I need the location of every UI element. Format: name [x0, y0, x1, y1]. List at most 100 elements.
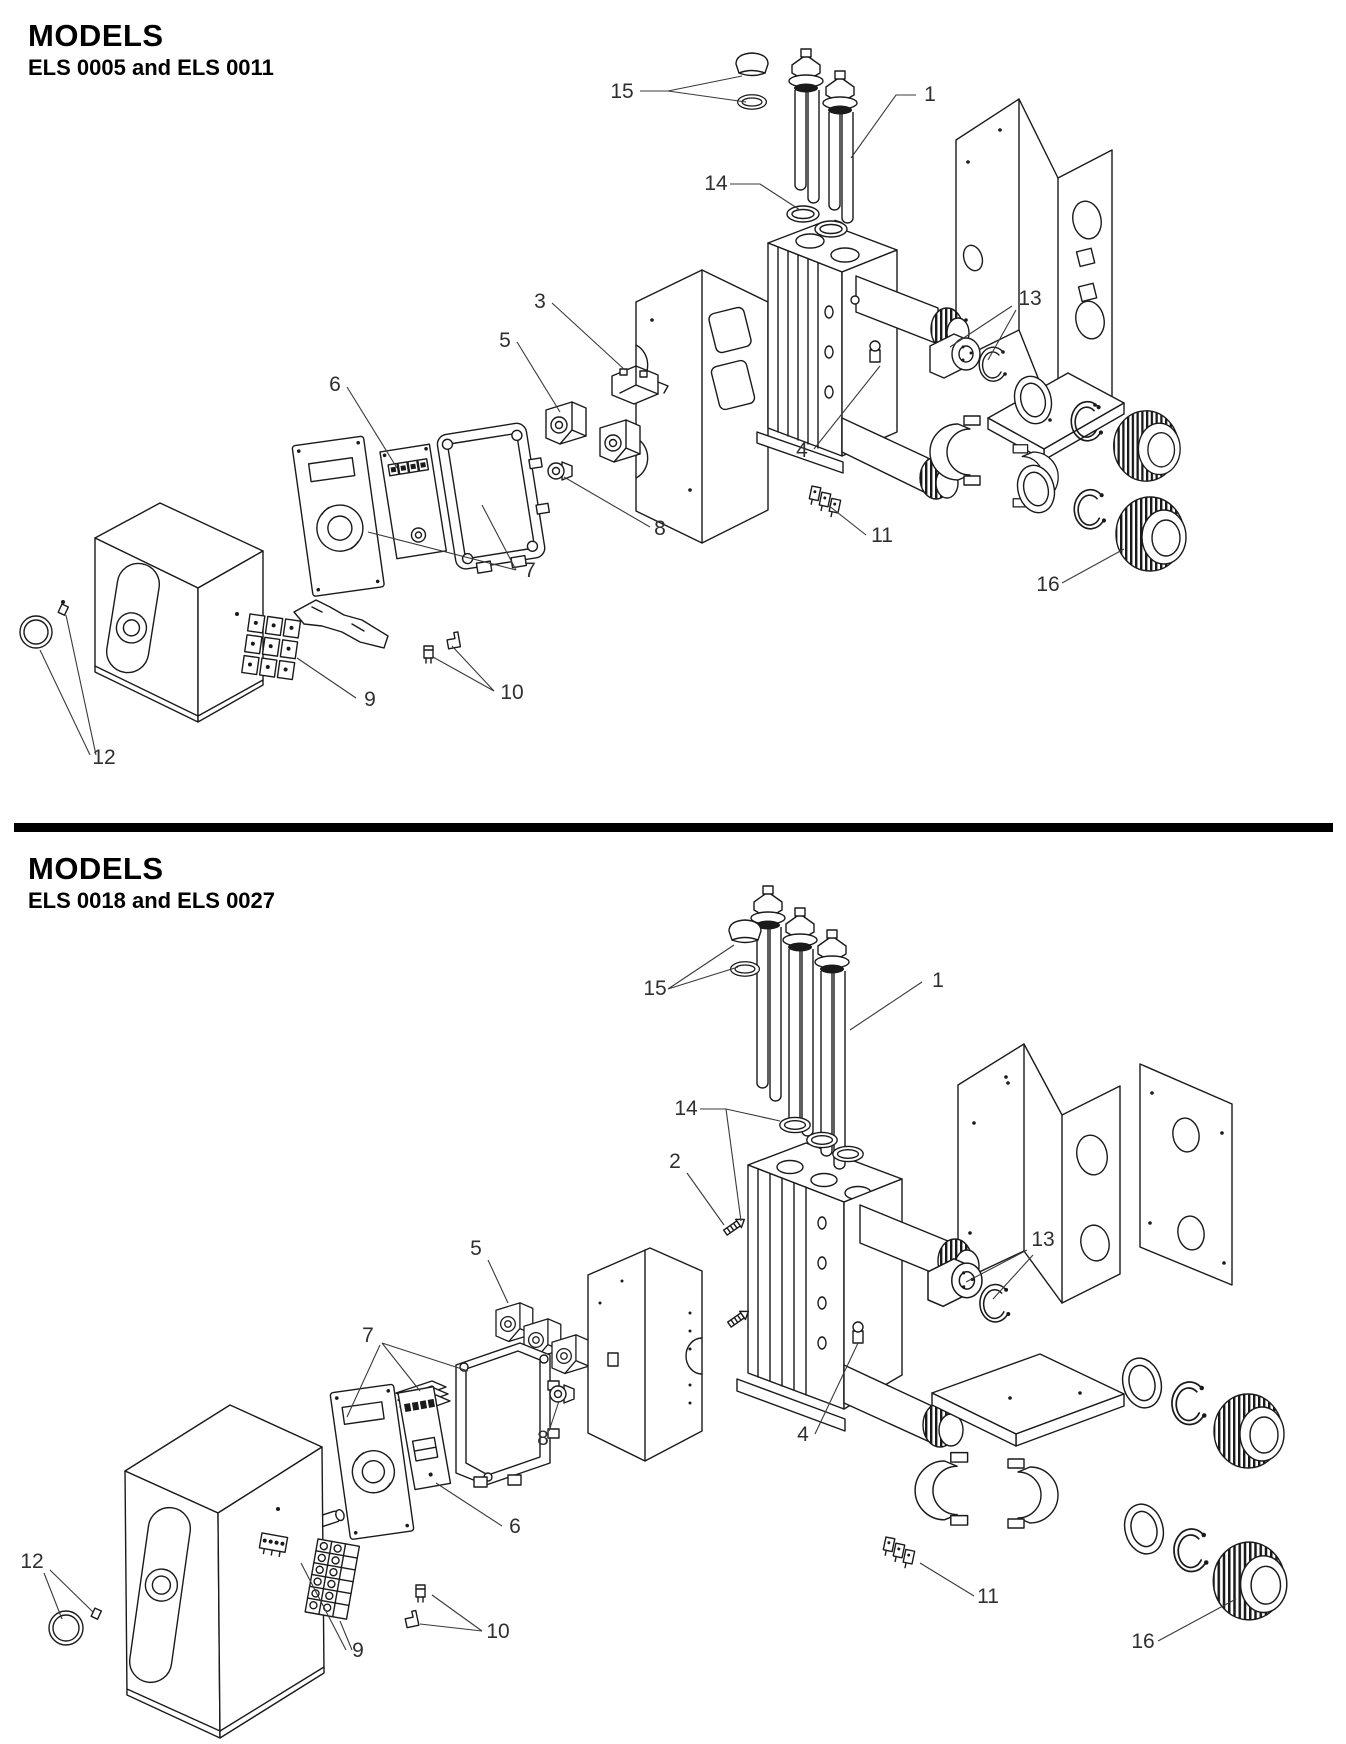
- callout-6: 6: [509, 1515, 521, 1538]
- drain-fitting: [852, 1321, 864, 1344]
- heating-element: [814, 929, 850, 1170]
- callout-3: 3: [534, 290, 546, 313]
- exploded-view-top: 1 3 4 5 6 7 8 9 10 11 12 13 14 15 16: [19, 48, 1187, 769]
- element-gasket: [779, 1116, 811, 1134]
- contactor: [611, 365, 669, 405]
- front-cover: [94, 502, 264, 723]
- mounting-bracket: [293, 599, 389, 649]
- pipe-clamp: [1007, 1458, 1059, 1529]
- leader-lines: [43, 944, 1237, 1651]
- element-gasket: [814, 220, 848, 238]
- callout-15: 15: [643, 977, 666, 1000]
- rear-mounting-plate: [635, 269, 769, 544]
- snap-ring: [978, 346, 1008, 382]
- callout-14: 14: [704, 172, 728, 195]
- element-gasket: [806, 1131, 838, 1149]
- title-block: MODELS ELS 0005 and ELS 0011: [28, 18, 274, 80]
- wire-clip: [423, 645, 434, 664]
- callout-4: 4: [796, 439, 808, 462]
- section-title: MODELS: [28, 851, 164, 886]
- thermostat: [599, 419, 641, 463]
- exploded-view-bottom: 1 2 4 5 6 7 8 9 10 11 12 13 14 15 16: [20, 885, 1288, 1739]
- callout-5: 5: [470, 1237, 482, 1260]
- callout-5: 5: [499, 329, 511, 352]
- section-subtitle: ELS 0005 and ELS 0011: [28, 54, 274, 80]
- rear-mounting-plate: [587, 1247, 703, 1462]
- callout-11: 11: [977, 1585, 999, 1608]
- callout-7: 7: [524, 559, 536, 582]
- wire-clip: [404, 1609, 420, 1629]
- callout-8: 8: [537, 1427, 549, 1450]
- heating-element: [822, 70, 858, 224]
- display-panel: [291, 435, 385, 597]
- gasket-ring: [1118, 1499, 1170, 1559]
- display-panel: [329, 1383, 415, 1540]
- callout-9: 9: [364, 688, 376, 711]
- callout-15: 15: [610, 80, 633, 103]
- heat-exchanger-tank: [736, 1142, 980, 1448]
- mounting-shelf: [931, 1353, 1125, 1447]
- callout-8: 8: [654, 517, 666, 540]
- control-board: [379, 443, 447, 560]
- callout-11: 11: [871, 524, 893, 547]
- callout-12: 12: [20, 1550, 43, 1573]
- section-title: MODELS: [28, 18, 164, 53]
- union-nut: [1113, 410, 1181, 482]
- cap-screw: [57, 600, 70, 616]
- rear-channel-bracket: [955, 98, 1113, 429]
- leader-lines: [39, 75, 1125, 756]
- fuse-clips: [808, 485, 842, 518]
- element-gasket: [786, 205, 820, 223]
- access-cap: [48, 1610, 84, 1646]
- section-divider: [14, 823, 1333, 832]
- cap-screw: [90, 1607, 103, 1620]
- union-nut: [1212, 1541, 1288, 1621]
- terminal-block: [304, 1538, 361, 1620]
- rear-channel-bracket: [957, 1043, 1121, 1304]
- callout-10: 10: [486, 1620, 509, 1643]
- front-cover: [124, 1404, 325, 1739]
- element-gasket: [832, 1145, 864, 1163]
- terminal-block: [241, 613, 302, 681]
- callout-1: 1: [932, 969, 944, 992]
- bushing: [547, 461, 573, 481]
- bushing: [549, 1384, 575, 1404]
- wire-clip: [446, 631, 462, 650]
- callout-10: 10: [500, 681, 523, 704]
- title-block: MODELS ELS 0018 and ELS 0027: [28, 851, 276, 913]
- split-ring: [1171, 1381, 1208, 1426]
- section-subtitle: ELS 0018 and ELS 0027: [28, 887, 276, 913]
- union-nut: [1115, 496, 1187, 572]
- side-panel: [1139, 1063, 1233, 1286]
- heating-element: [750, 885, 786, 1102]
- callout-12: 12: [92, 746, 115, 769]
- callout-6: 6: [329, 373, 341, 396]
- callout-16: 16: [1131, 1630, 1154, 1653]
- callout-14: 14: [674, 1097, 698, 1120]
- callout-9: 9: [352, 1639, 364, 1662]
- cap-oring: [729, 961, 761, 977]
- element-cap: [728, 919, 762, 944]
- control-enclosure: [436, 422, 551, 574]
- access-cap: [19, 615, 53, 649]
- mounting-screw: [721, 1214, 748, 1238]
- snap-ring: [979, 1283, 1012, 1323]
- thermostat: [545, 401, 587, 445]
- split-ring: [1073, 488, 1107, 530]
- control-board: [397, 1386, 452, 1491]
- diagram-els-0018-0027: MODELS ELS 0018 and ELS 0027: [0, 833, 1346, 1744]
- wire-clip: [415, 1584, 426, 1603]
- cap-oring: [736, 94, 768, 110]
- union-nut: [1213, 1393, 1285, 1469]
- element-cap: [735, 52, 769, 77]
- terminal-connector: [258, 1532, 289, 1558]
- fuse-clips: [882, 1536, 916, 1569]
- split-ring: [1173, 1528, 1210, 1573]
- control-enclosure: [455, 1342, 560, 1488]
- heat-exchanger-tank: [756, 219, 970, 500]
- callout-4: 4: [797, 1423, 809, 1446]
- callout-13: 13: [1031, 1228, 1054, 1251]
- callout-13: 13: [1018, 287, 1041, 310]
- callout-1: 1: [924, 83, 936, 106]
- callout-2: 2: [669, 1150, 681, 1173]
